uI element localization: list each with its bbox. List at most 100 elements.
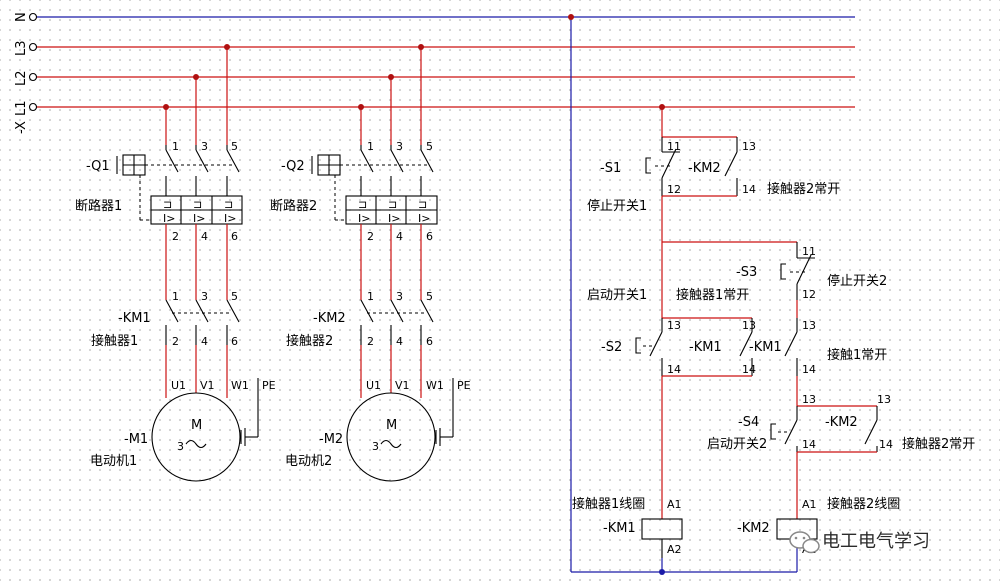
motor-1-label: 电动机1	[90, 454, 137, 469]
svg-text:⊐: ⊐	[388, 198, 397, 211]
svg-text:I>: I>	[193, 212, 205, 225]
pc2-t5b: 5	[426, 290, 433, 303]
motor-2-m: M	[386, 418, 397, 433]
contactor-2-label: 接触器2	[286, 333, 333, 349]
km2a-label: -KM2	[688, 161, 721, 176]
km1a-t14: 14	[742, 363, 756, 376]
breaker-1-label: 断路器1	[75, 198, 122, 214]
motor-1-m: M	[191, 418, 202, 433]
km1-coil-label: -KM1	[603, 521, 636, 536]
watermark-text: 电工电气学习	[822, 531, 930, 552]
bus-label-l1: L1	[14, 100, 29, 116]
pc1-t2b: 2	[172, 335, 179, 348]
coil1-label: 接触器1线圈	[572, 496, 645, 512]
pc1-pe: PE	[262, 379, 276, 392]
s3-t12: 12	[802, 288, 816, 301]
pc2-t1: 1	[367, 140, 374, 153]
contactor1-no: 接触器1常开	[676, 287, 749, 303]
coil-km1	[641, 518, 683, 540]
pc2-t3: 3	[396, 140, 403, 153]
coil1-a2: A2	[667, 543, 682, 556]
start-switch-2: 启动开关2	[707, 437, 767, 452]
s2-t13: 13	[667, 319, 681, 332]
motor-2-label: 电动机2	[285, 454, 332, 469]
km1b-t13: 13	[802, 319, 816, 332]
km2-coil-label: -KM2	[737, 521, 770, 536]
svg-text:I>: I>	[418, 212, 430, 225]
coil1-a1: A1	[667, 498, 682, 511]
s1-t11: 11	[667, 140, 681, 153]
breaker-2-label: 断路器2	[270, 198, 317, 214]
bus-label-l2: L2	[14, 70, 29, 86]
s3-label: -S3	[736, 265, 757, 280]
m1-label: -M1	[124, 432, 148, 447]
pc2-pe: PE	[457, 379, 471, 392]
motor-2-3: 3	[372, 440, 379, 453]
pc1-v1: V1	[200, 379, 215, 392]
km2a-t13: 13	[742, 140, 756, 153]
pc1-t5b: 5	[231, 290, 238, 303]
stop-switch-1: 停止开关1	[587, 198, 647, 214]
pc2-t6: 6	[426, 230, 433, 243]
stop-switch-2: 停止开关2	[827, 273, 887, 289]
bus-lines	[28, 12, 855, 112]
km1-power-label: -KM1	[118, 311, 151, 326]
pc1-t1b: 1	[172, 290, 179, 303]
wechat-icon	[789, 531, 820, 554]
start-switch-1: 启动开关1	[587, 288, 647, 303]
svg-text:⊐: ⊐	[193, 198, 202, 211]
contactor2-no-b: 接触器2常开	[902, 436, 975, 452]
pc2-t3b: 3	[396, 290, 403, 303]
pc1-t4: 4	[201, 230, 208, 243]
motor-1-symbol	[151, 392, 241, 482]
contactor2-no-a: 接触器2常开	[767, 181, 840, 197]
s1-label: -S1	[600, 161, 621, 176]
svg-text:I>: I>	[163, 212, 175, 225]
m2-label: -M2	[319, 432, 343, 447]
pc1-t6: 6	[231, 230, 238, 243]
contactor-1-label: 接触器1	[91, 333, 138, 349]
pc1-t5: 5	[231, 140, 238, 153]
power-circuit-2: ⊐ ⊐ ⊐ I> I> I>	[311, 44, 454, 482]
pc2-t1b: 1	[367, 290, 374, 303]
motor-2-symbol	[346, 392, 436, 482]
s4-label: -S4	[738, 415, 759, 430]
motor-1-3: 3	[177, 440, 184, 453]
pc1-t2: 2	[172, 230, 179, 243]
power-circuit-1: ⊐⊐⊐ I>I>I>	[116, 44, 259, 482]
km1a-t13: 13	[742, 319, 756, 332]
coil2-a1: A1	[802, 498, 817, 511]
control-circuit	[568, 14, 878, 575]
coil2-label: 接触器2线圈	[827, 496, 900, 512]
pc2-v1: V1	[395, 379, 410, 392]
pc2-t5: 5	[426, 140, 433, 153]
s2-t14: 14	[667, 363, 681, 376]
svg-text:⊐: ⊐	[163, 198, 172, 211]
s4-t14: 14	[802, 438, 816, 451]
km2a-t14: 14	[742, 183, 756, 196]
s3-t11: 11	[802, 245, 816, 258]
pc2-u1: U1	[366, 379, 381, 392]
km2b-t13: 13	[877, 393, 891, 406]
pc2-t6b: 6	[426, 335, 433, 348]
bus-label-l3: L3	[14, 40, 29, 56]
svg-text:⊐: ⊐	[418, 198, 427, 211]
s4-t13: 13	[802, 393, 816, 406]
km1a-label: -KM1	[689, 340, 722, 355]
pc1-t4b: 4	[201, 335, 208, 348]
pc2-t2b: 2	[367, 335, 374, 348]
km1b-t14: 14	[802, 363, 816, 376]
pc2-t2: 2	[367, 230, 374, 243]
q1-label: -Q1	[86, 159, 110, 174]
bus-label-x: -X	[14, 121, 29, 134]
svg-text:⊐: ⊐	[358, 198, 367, 211]
svg-text:I>: I>	[358, 212, 370, 225]
bus-label-n: N	[14, 12, 29, 22]
pc2-t4b: 4	[396, 335, 403, 348]
svg-text:I>: I>	[388, 212, 400, 225]
pc1-t3: 3	[201, 140, 208, 153]
pc1-w1: W1	[231, 379, 249, 392]
pc1-t1: 1	[172, 140, 179, 153]
